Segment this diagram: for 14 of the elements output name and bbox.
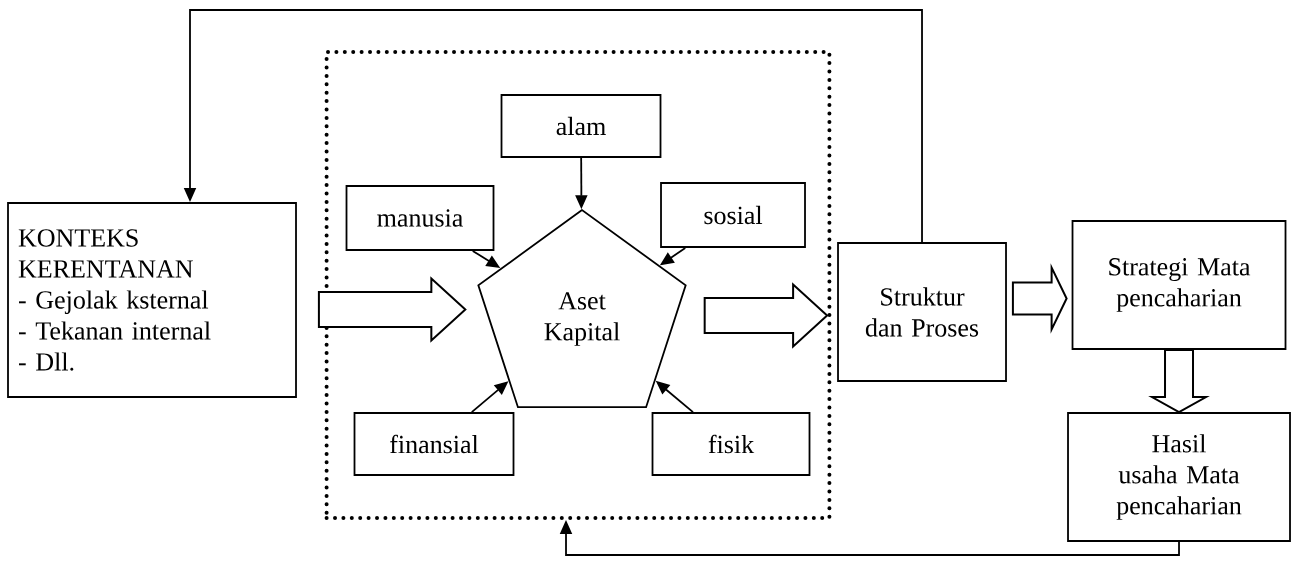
block-arrow <box>703 282 829 349</box>
process-box: Struktur dan Proses <box>837 242 1007 382</box>
block-arrow <box>1148 348 1210 414</box>
capital-box: manusia <box>345 185 495 251</box>
dotted-frame <box>324 50 832 520</box>
block-arrow <box>1011 263 1068 334</box>
capital-box: fisik <box>651 412 811 476</box>
text-box: KONTEKS KERENTANAN - Gejolak ksternal - Tekanan internal - Dll. <box>7 202 297 398</box>
capital-box: finansial <box>353 412 515 476</box>
block-arrow <box>317 276 467 343</box>
process-box: Strategi Mata pencaharian <box>1071 220 1287 350</box>
capital-box: alam <box>500 94 662 158</box>
process-box: Hasil usaha Mata pencaharian <box>1067 412 1291 542</box>
capital-box: sosial <box>660 182 806 248</box>
